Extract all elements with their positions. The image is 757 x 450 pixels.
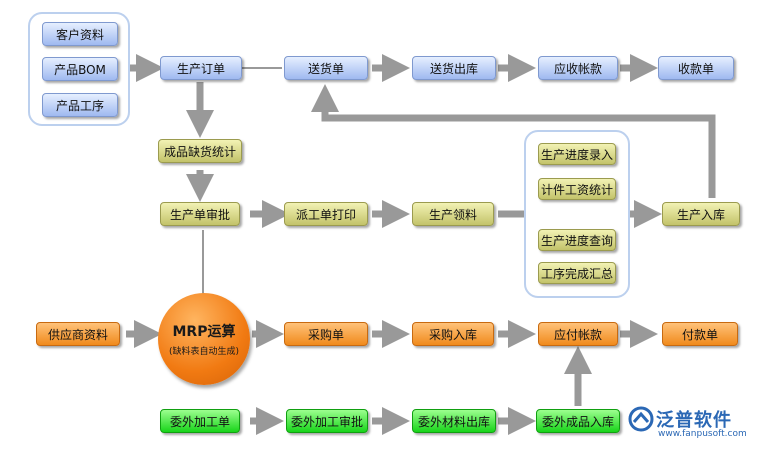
outsourcing-approval-node[interactable]: 委外加工审批: [286, 409, 368, 433]
production-inbound-node[interactable]: 生产入库: [662, 202, 740, 226]
outsourcing-order-node[interactable]: 委外加工单: [160, 409, 240, 433]
outsourcing-product-inbound-node[interactable]: 委外成品入库: [536, 409, 620, 433]
process-summary-node[interactable]: 工序完成汇总: [538, 262, 616, 284]
logo-url: www.fanpusoft.com: [658, 429, 747, 439]
purchase-order-node[interactable]: 采购单: [284, 322, 368, 346]
accounts-receivable-node[interactable]: 应收帐款: [538, 56, 618, 80]
outsourcing-material-outbound-node[interactable]: 委外材料出库: [412, 409, 496, 433]
fanpu-logo: 泛普软件 www.fanpusoft.com: [628, 404, 753, 444]
receipt-node[interactable]: 收款单: [658, 56, 734, 80]
production-order-node[interactable]: 生产订单: [160, 56, 242, 80]
material-requisition-node[interactable]: 生产领料: [412, 202, 494, 226]
supplier-data-node[interactable]: 供应商资料: [36, 322, 120, 346]
delivery-outbound-node[interactable]: 送货出库: [412, 56, 496, 80]
delivery-note-node[interactable]: 送货单: [284, 56, 368, 80]
product-bom-node[interactable]: 产品BOM: [42, 57, 118, 81]
customer-data-node[interactable]: 客户资料: [42, 22, 118, 46]
logo-name: 泛普软件: [656, 410, 732, 431]
mrp-title: MRP运算: [172, 324, 236, 340]
purchase-inbound-node[interactable]: 采购入库: [412, 322, 494, 346]
order-approval-node[interactable]: 生产单审批: [160, 202, 240, 226]
product-process-node[interactable]: 产品工序: [42, 93, 118, 117]
arrow-inbound-to-delivery: [311, 84, 716, 198]
accounts-payable-node[interactable]: 应付帐款: [538, 322, 618, 346]
payment-node[interactable]: 付款单: [662, 322, 738, 346]
piecework-wage-node[interactable]: 计件工资统计: [538, 178, 616, 200]
dispatch-print-node[interactable]: 派工单打印: [284, 202, 368, 226]
fanpu-logo-icon: [628, 406, 654, 432]
progress-query-node[interactable]: 生产进度查询: [538, 229, 616, 251]
mrp-subtitle: (缺料表自动生成): [168, 347, 240, 357]
progress-entry-node[interactable]: 生产进度录入: [538, 143, 616, 165]
shortage-stats-node[interactable]: 成品缺货统计: [158, 139, 242, 163]
mrp-calculation-node[interactable]: MRP运算 (缺料表自动生成): [158, 293, 250, 385]
